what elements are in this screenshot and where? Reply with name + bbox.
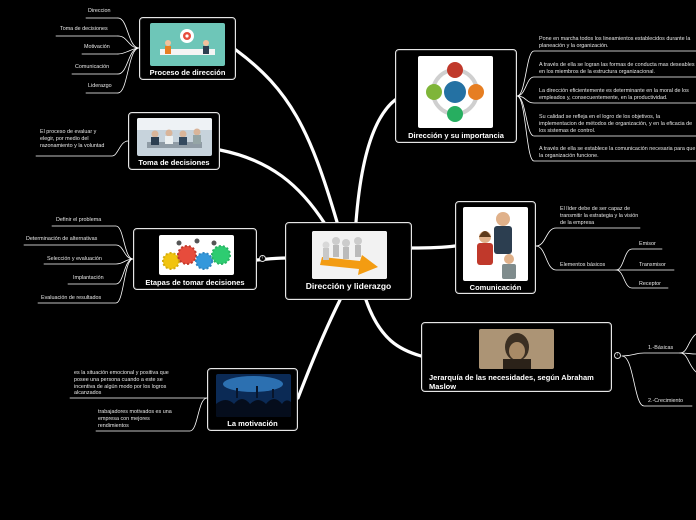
etapas-leaf-definir-problema[interactable]: Definir el problema: [56, 217, 102, 223]
jerarquia-image: [479, 329, 554, 369]
topic-proceso-de-direccion[interactable]: Proceso de dirección: [139, 17, 236, 80]
proceso-leaf-toma-de-decisiones[interactable]: Toma de decisiones: [60, 26, 108, 32]
proceso-image: [150, 23, 225, 66]
comunicacion-title: Comunicación: [469, 283, 522, 292]
etapas-leaf-seleccion-evaluacion[interactable]: Selección y evaluación: [47, 256, 102, 262]
importancia-leaf-4[interactable]: Su calidad se refleja en el logro de los…: [539, 114, 693, 134]
topic-la-motivacion[interactable]: La motivación: [207, 368, 298, 431]
etapas-image: [159, 235, 234, 275]
topic-jerarquia-de-necesidades[interactable]: Jerarquía de las necesidades, según Abra…: [421, 322, 612, 392]
proceso-leaf-comunicacion[interactable]: Comunicación: [75, 64, 110, 70]
toma-title: Toma de decisiones: [138, 158, 210, 167]
importancia-image: [418, 56, 493, 128]
central-topic-title: Dirección y liderazgo: [305, 281, 392, 291]
topic-etapas-de-tomar-decisiones[interactable]: Etapas de tomar decisiones: [133, 228, 257, 290]
jerarquia-leaf-basicas[interactable]: 1.-Básicas: [648, 345, 674, 351]
etapas-leaf-determinacion-alternativas[interactable]: Determinación de alternativas: [26, 236, 98, 242]
proceso-leaf-motivacion[interactable]: Motivación: [84, 44, 110, 50]
comunicacion-image: [463, 207, 528, 281]
comunicacion-sub-transmisor[interactable]: Transmisor: [639, 262, 666, 268]
comunicacion-sub-receptor[interactable]: Receptor: [639, 281, 661, 287]
toma-image: [137, 118, 212, 156]
importancia-leaf-2[interactable]: A través de ella se logran las formas de…: [539, 62, 695, 75]
proceso-leaf-direccion[interactable]: Direccion: [88, 8, 111, 14]
etapas-title: Etapas de tomar decisiones: [145, 278, 245, 287]
importancia-leaf-1[interactable]: Pone en marcha todos los lineamientos es…: [539, 36, 691, 49]
topic-direccion-y-su-importancia[interactable]: Dirección y su importancia: [395, 49, 517, 143]
jerarquia-collapse-toggle[interactable]: ‹: [614, 352, 621, 359]
motivacion-leaf-definicion[interactable]: es la situación emocional y positiva que…: [74, 370, 169, 397]
motivacion-leaf-trabajadores[interactable]: trabajadores motivados es una empresa co…: [98, 409, 172, 429]
comunicacion-leaf-elementos-basicos[interactable]: Elementos básicos: [560, 262, 606, 268]
etapas-leaf-implantacion[interactable]: Implantación: [73, 275, 104, 281]
importancia-leaf-3[interactable]: La dirección eficientemente es determina…: [539, 88, 689, 101]
comunicacion-leaf-lider[interactable]: El líder debe de ser capaz de transmitir…: [560, 206, 639, 226]
etapas-collapse-toggle[interactable]: ‹: [259, 255, 266, 262]
topic-toma-de-decisiones[interactable]: Toma de decisiones: [128, 112, 220, 170]
importancia-title: Dirección y su importancia: [408, 131, 504, 140]
jerarquia-title: Jerarquía de las necesidades, según Abra…: [429, 373, 594, 391]
motivacion-image: [216, 374, 291, 417]
etapas-leaf-evaluacion-resultados[interactable]: Evaluación de resultados: [41, 295, 102, 301]
topic-comunicacion[interactable]: Comunicación: [455, 201, 536, 294]
proceso-title: Proceso de dirección: [149, 68, 226, 77]
central-topic[interactable]: Dirección y liderazgo: [285, 222, 412, 300]
proceso-leaf-liderazgo[interactable]: Liderazgo: [88, 83, 112, 89]
comunicacion-sub-emisor[interactable]: Emisor: [639, 241, 656, 247]
toma-leaf-definition[interactable]: El proceso de evaluar y elegir, por medi…: [40, 129, 105, 149]
jerarquia-leaf-crecimiento[interactable]: 2.-Crecimiento: [648, 398, 684, 404]
importancia-leaf-5[interactable]: A través de ella se establece la comunic…: [539, 146, 696, 159]
motivacion-title: La motivación: [227, 419, 278, 428]
central-topic-image: [312, 231, 387, 279]
